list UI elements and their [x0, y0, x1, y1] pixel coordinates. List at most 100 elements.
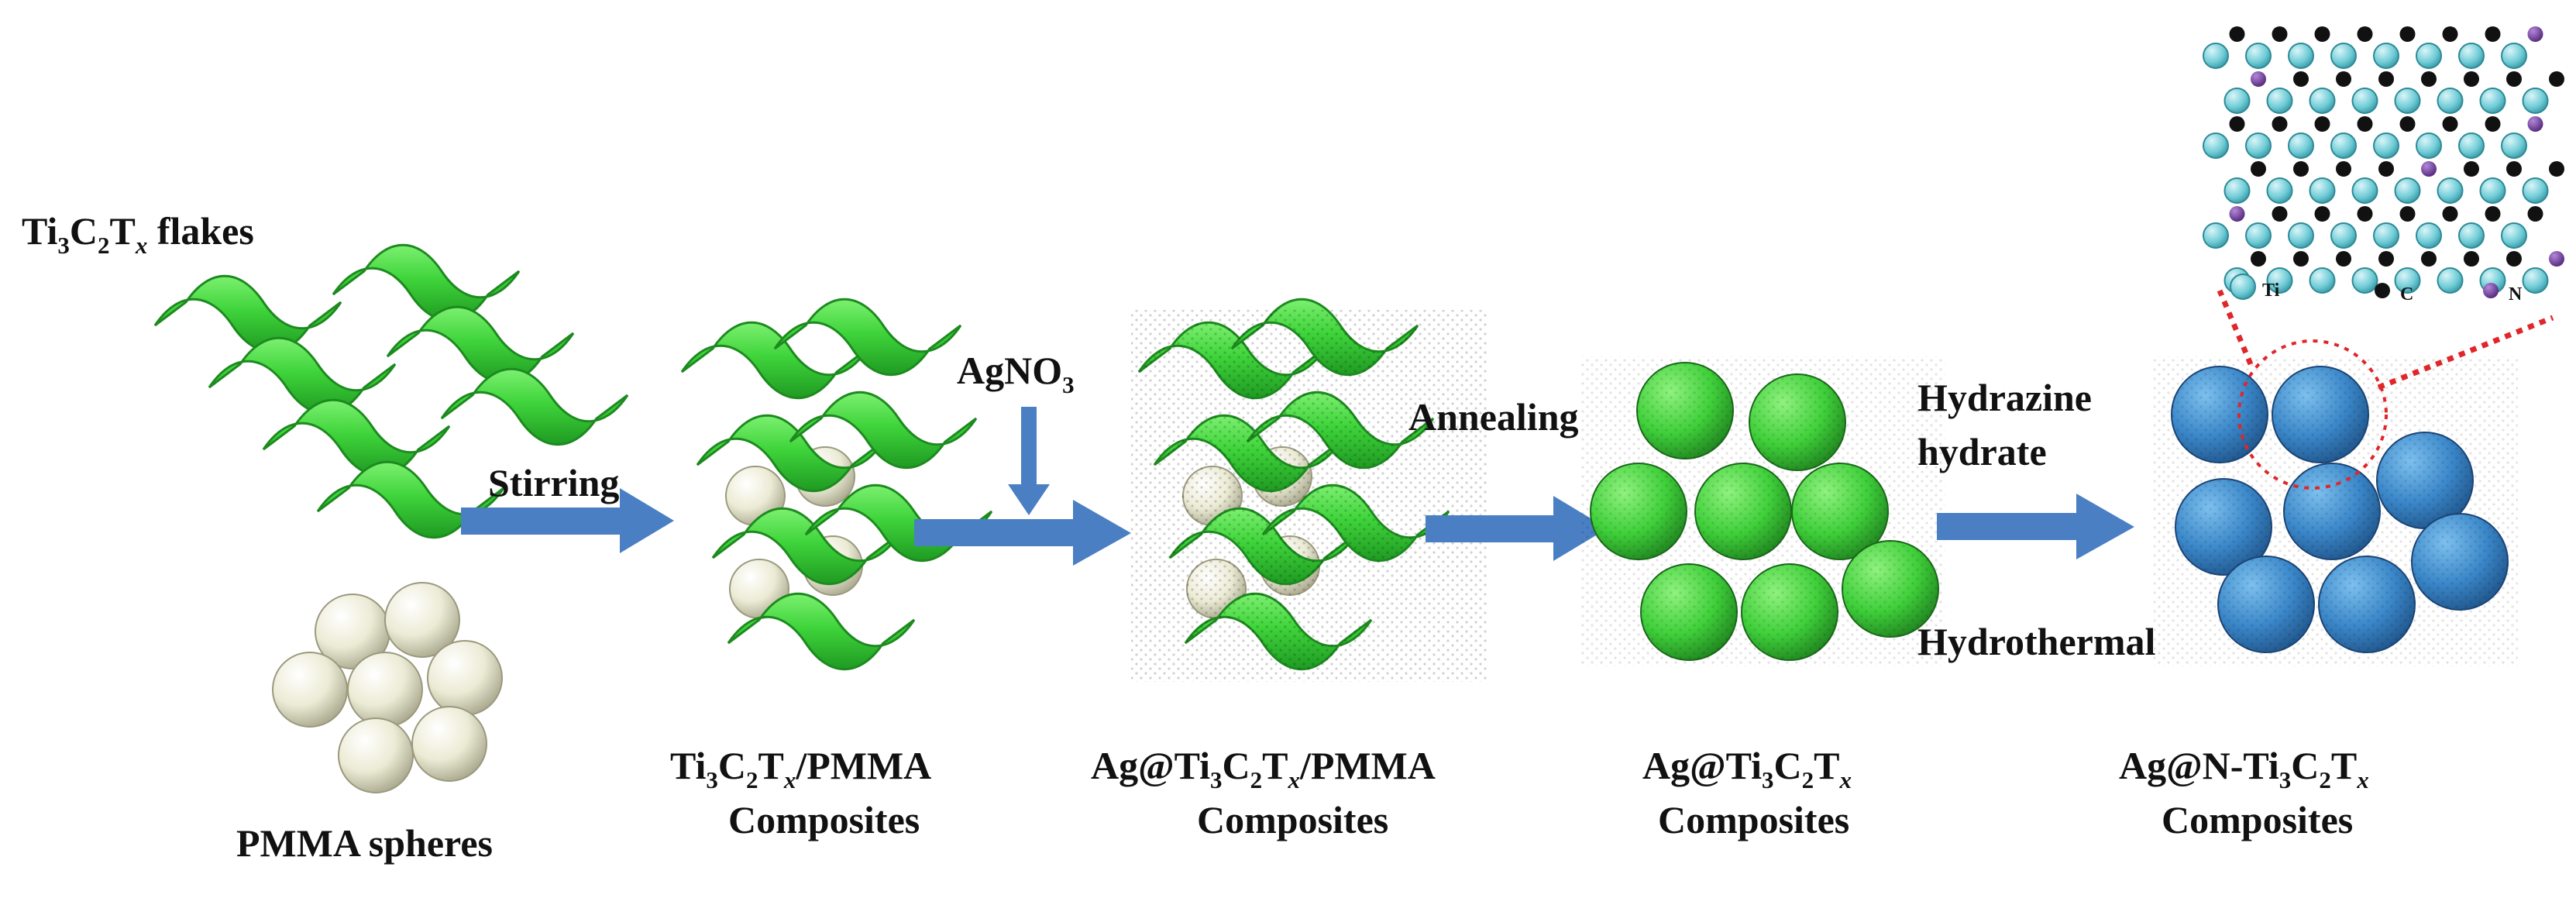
composite-3-sublabel: Composites	[1658, 798, 1849, 841]
composite-stack-1	[680, 298, 993, 671]
flow-arrow-icon	[1426, 496, 1608, 561]
c-atom	[2421, 251, 2437, 267]
composite-stack-2	[1131, 298, 1487, 682]
c-atom	[2442, 116, 2458, 132]
ti-atom-icon	[2230, 274, 2256, 300]
legend-ti-label: Ti	[2262, 280, 2280, 301]
c-atom-icon	[2375, 283, 2390, 298]
c-atom	[2464, 251, 2479, 267]
c-atom	[2421, 71, 2437, 87]
pmma-spheres	[272, 582, 503, 793]
c-atom	[2485, 116, 2501, 132]
c-atom	[2527, 206, 2543, 222]
legend-c-label: C	[2400, 284, 2413, 305]
ti-atom	[2330, 222, 2357, 249]
c-atom	[2399, 26, 2416, 42]
ti-atom	[2522, 177, 2549, 204]
composite-1-label: Ti3C2Tx/PMMA	[670, 744, 931, 793]
c-atom	[2272, 116, 2288, 132]
ti-atom	[2501, 132, 2527, 159]
ti-atom	[2437, 177, 2464, 204]
ti-atom	[2394, 177, 2421, 204]
ti-atom	[2416, 222, 2442, 249]
n-atom	[2527, 26, 2543, 42]
composite-4-sublabel: Composites	[2162, 798, 2353, 841]
ti-atom	[2501, 222, 2527, 249]
ti-atom	[2437, 267, 2464, 294]
ti-atom	[2458, 132, 2485, 159]
c-atom	[2506, 71, 2522, 87]
ti-atom	[2373, 43, 2399, 69]
ti-atom	[2479, 88, 2506, 114]
n-atom	[2549, 251, 2564, 267]
ti-atom	[2458, 43, 2485, 69]
n-atom	[2527, 116, 2543, 132]
ti-atom	[2351, 267, 2378, 294]
ti-atom	[2245, 43, 2272, 69]
c-atom	[2485, 26, 2501, 42]
c-atom	[2229, 116, 2245, 132]
c-atom	[2378, 71, 2394, 87]
ti-atom	[2266, 177, 2293, 204]
c-atom	[2293, 71, 2309, 87]
ti-atom	[2330, 43, 2357, 69]
c-atom	[2506, 251, 2522, 267]
c-atom	[2336, 161, 2351, 177]
annealing-label: Annealing	[1408, 395, 1579, 439]
c-atom	[2485, 206, 2501, 222]
blue-sphere-cluster	[2154, 356, 2518, 666]
n-atom	[2251, 71, 2266, 87]
ti-atom	[2266, 88, 2293, 114]
c-atom	[2251, 161, 2266, 177]
c-atom	[2442, 206, 2458, 222]
n-atom	[2421, 161, 2437, 177]
composite-1-sublabel: Composites	[728, 798, 920, 841]
c-atom	[2314, 206, 2330, 222]
c-atom	[2399, 206, 2416, 222]
ti-atom	[2309, 267, 2336, 294]
composite-4-label: Ag@N-Ti3C2Tx	[2119, 744, 2369, 793]
c-atom	[2549, 71, 2564, 87]
ti-atom	[2522, 88, 2549, 114]
ti-atom	[2522, 267, 2549, 294]
ti-atom	[2288, 222, 2314, 249]
c-atom	[2272, 206, 2288, 222]
c-atom	[2464, 71, 2479, 87]
flow-arrow-icon	[914, 500, 1131, 566]
c-atom	[2357, 206, 2373, 222]
c-atom	[2314, 116, 2330, 132]
ti-atom	[2309, 177, 2336, 204]
zoom-circle-icon	[2217, 289, 2554, 490]
c-atom	[2357, 26, 2373, 42]
c-atom	[2442, 26, 2458, 42]
c-atom	[2336, 251, 2351, 267]
flow-arrow-icon	[1008, 407, 1050, 515]
ti-atom	[2288, 43, 2314, 69]
agno3-label: AgNO3	[957, 349, 1075, 398]
flakes-label: Ti3C2Tx flakes	[22, 209, 254, 259]
c-atom	[2378, 161, 2394, 177]
c-atom	[2378, 251, 2394, 267]
c-atom	[2336, 71, 2351, 87]
ti-atom	[2245, 222, 2272, 249]
n-atom-icon	[2483, 283, 2499, 298]
legend-n-label: N	[2509, 284, 2523, 305]
stirring-label: Stirring	[488, 461, 619, 504]
ti-atom	[2203, 132, 2229, 159]
ti-atom	[2351, 88, 2378, 114]
hydrazine-label: Hydrazine	[1917, 376, 2092, 419]
pmma-spheres-label: PMMA spheres	[236, 821, 493, 865]
atomic-lattice	[2203, 26, 2564, 294]
hydrate-label: hydrate	[1917, 430, 2047, 473]
c-atom	[2506, 161, 2522, 177]
c-atom	[2357, 116, 2373, 132]
c-atom	[2229, 26, 2245, 42]
composite-3-label: Ag@Ti3C2Tx	[1642, 744, 1852, 793]
ti-atom	[2266, 267, 2293, 294]
ti-atom	[2458, 222, 2485, 249]
c-atom	[2314, 26, 2330, 42]
c-atom	[2293, 251, 2309, 267]
flow-arrow-icon	[1937, 494, 2134, 559]
c-atom	[2549, 161, 2564, 177]
